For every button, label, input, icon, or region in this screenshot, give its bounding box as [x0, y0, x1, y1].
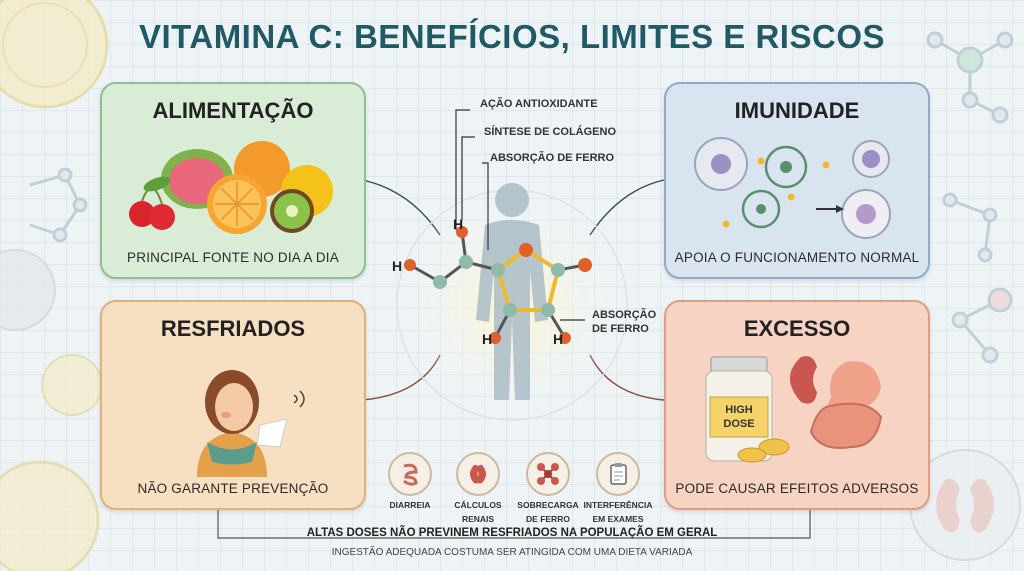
molecule-atom-label: H [553, 331, 564, 347]
panel-caption: APOIA O FUNCIONAMENTO NORMAL [674, 250, 920, 265]
fruits-illustration-icon [129, 141, 333, 234]
risk-label: EM EXAMES [592, 514, 644, 524]
iron-molecule-icon [526, 452, 570, 496]
panel-caption: PODE CAUSAR EFEITOS ADVERSOS [675, 481, 919, 496]
label-iron: ABSORÇÃO DE FERRO [490, 152, 615, 164]
molecule-atom-label: H [482, 331, 493, 347]
label-iron-side-2: DE FERRO [592, 323, 649, 335]
footer-sub-text: INGESTÃO ADEQUADA COSTUMA SER ATINGIDA C… [331, 547, 693, 558]
risk-iron-overload: SOBRECARGA DE FERRO [510, 452, 586, 524]
label-collagen: SÍNTESE DE COLÁGENO [484, 126, 617, 138]
risk-label: DIARREIA [389, 500, 431, 510]
risk-label: RENAIS [461, 514, 495, 524]
intestine-icon [388, 452, 432, 496]
panel-title: IMUNIDADE [734, 98, 860, 123]
panel-caption: PRINCIPAL FONTE NO DIA A DIA [127, 250, 339, 265]
bottle-label: HIGH [725, 404, 753, 416]
page-title: VITAMINA C: BENEFÍCIOS, LIMITES E RISCOS [138, 18, 886, 55]
risk-kidney-stones: CÁLCULOS RENAIS [440, 452, 516, 524]
risk-diarrhea: DIARREIA [372, 452, 448, 514]
panel-excesso: EXCESSO HIGH DOSE PODE CAUSAR EFEITOS AD… [664, 300, 930, 510]
label-antioxidant: AÇÃO ANTIOXIDANTE [480, 98, 598, 110]
molecule-atom-label: H [392, 258, 403, 274]
footer-main-text: ALTAS DOSES NÃO PREVINEM RESFRIADOS NA P… [306, 527, 718, 539]
panel-caption: NÃO GARANTE PREVENÇÃO [137, 481, 329, 496]
panel-title: ALIMENTAÇÃO [152, 98, 314, 123]
panel-resfriados: RESFRIADOS NÃO GARANTE PREVENÇÃO [100, 300, 366, 510]
label-iron-side-1: ABSORÇÃO [592, 309, 657, 321]
immune-cells-icon [694, 137, 891, 239]
risk-label: INTERFERÊNCIA [583, 500, 653, 510]
risk-label: SOBRECARGA [517, 500, 579, 510]
sick-woman-icon [197, 370, 305, 477]
panel-title: EXCESSO [743, 316, 851, 341]
risk-test-interference: INTERFERÊNCIA EM EXAMES [580, 452, 656, 524]
risk-label: DE FERRO [526, 514, 570, 524]
clipboard-icon [596, 452, 640, 496]
molecule-atom-label: H [453, 216, 464, 232]
risk-label: CÁLCULOS [454, 500, 502, 510]
panel-title: RESFRIADOS [160, 316, 306, 341]
panel-imunidade: IMUNIDADE APOIA O FUNCIONAMENTO NORMAL [664, 82, 930, 279]
kidney-icon [456, 452, 500, 496]
supplement-organs-icon: HIGH DOSE [705, 356, 883, 463]
panel-alimentacao: ALIMENTAÇÃO PRINCIPAL FONTE NO DIA A DIA [100, 82, 366, 279]
bottle-label: DOSE [723, 418, 754, 430]
